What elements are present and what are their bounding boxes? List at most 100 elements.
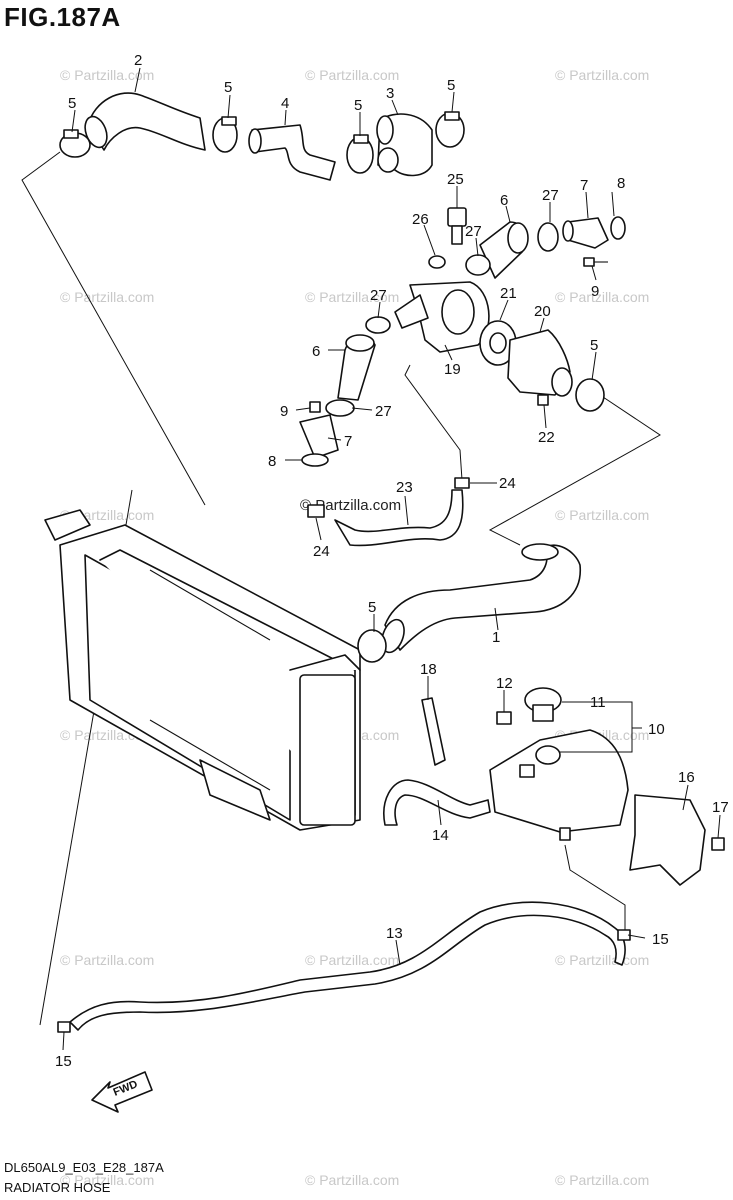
watermark-text: © Partzilla.com (305, 952, 399, 968)
clamp-part-27[interactable] (465, 254, 491, 276)
callout-15[interactable]: 15 (55, 1053, 72, 1070)
callout-11[interactable]: 11 (590, 694, 606, 711)
callout-10[interactable]: 10 (648, 721, 665, 738)
hose-part-4[interactable] (248, 124, 336, 181)
cap-part-11[interactable] (524, 687, 562, 722)
hose-part-6[interactable] (479, 221, 529, 279)
callout-23[interactable]: 23 (396, 479, 413, 496)
callout-5[interactable]: 5 (224, 79, 232, 96)
callout-8[interactable]: 8 (268, 453, 276, 470)
watermark-text: © Partzilla.com (555, 952, 649, 968)
callout-6[interactable]: 6 (500, 192, 508, 209)
watermark-text: © Partzilla.com (305, 289, 399, 305)
hose-part-23[interactable] (334, 489, 464, 547)
callout-26[interactable]: 26 (412, 211, 429, 228)
watermark-text: © Partzilla.com (555, 507, 649, 523)
watermark-text: © Partzilla.com (60, 952, 154, 968)
callout-20[interactable]: 20 (534, 303, 551, 320)
hose-part-2[interactable] (81, 92, 206, 151)
bolt-part-9[interactable] (583, 257, 608, 267)
hose-part-3[interactable] (376, 113, 433, 177)
hose-part-14[interactable] (383, 779, 491, 826)
callout-2[interactable]: 2 (134, 52, 142, 69)
callout-17[interactable]: 17 (712, 799, 729, 816)
cover-part-20[interactable] (507, 329, 573, 397)
callout-14[interactable]: 14 (432, 827, 449, 844)
clamp-part-5[interactable] (346, 134, 374, 174)
callout-19[interactable]: 19 (444, 361, 461, 378)
callout-27[interactable]: 27 (542, 187, 559, 204)
callout-25[interactable]: 25 (447, 171, 464, 188)
watermark-text: © Partzilla.com (555, 67, 649, 83)
housing-part-19[interactable] (394, 281, 490, 353)
clamp-part-5[interactable] (357, 629, 387, 663)
strap-part-18[interactable] (421, 697, 446, 766)
callout-27[interactable]: 27 (465, 223, 482, 240)
watermark-text: © Partzilla.com (60, 289, 154, 305)
watermark-text: © Partzilla.com (305, 67, 399, 83)
callout-5[interactable]: 5 (368, 599, 376, 616)
callout-16[interactable]: 16 (678, 769, 695, 786)
reservoir-tank-part-10[interactable] (489, 729, 629, 841)
watermark-text: © Partzilla.com (60, 67, 154, 83)
oring-part-8[interactable] (301, 453, 329, 467)
callout-5[interactable]: 5 (590, 337, 598, 354)
center-watermark: © Partzilla.com (300, 497, 401, 514)
bolt-part-22[interactable] (537, 394, 549, 406)
washer-part-26[interactable] (428, 255, 446, 269)
callout-9[interactable]: 9 (591, 283, 599, 300)
hose-part-6[interactable] (337, 334, 376, 401)
clamp-part-5[interactable] (59, 129, 91, 158)
clamp-part-27[interactable] (537, 222, 559, 252)
hose-part-13[interactable] (69, 901, 626, 1031)
callout-7[interactable]: 7 (344, 433, 352, 450)
radiator[interactable] (44, 509, 361, 831)
clamp-part-5[interactable] (575, 378, 605, 412)
clip-part-24[interactable] (307, 504, 325, 518)
watermark-text: © Partzilla.com (60, 1172, 154, 1188)
callout-1[interactable]: 1 (492, 629, 500, 646)
callout-12[interactable]: 12 (496, 675, 513, 692)
bolt-part-9[interactable] (309, 401, 321, 413)
thermostat-part-21[interactable] (479, 320, 517, 366)
sensor-part-25[interactable] (447, 207, 467, 245)
callout-5[interactable]: 5 (354, 97, 362, 114)
callout-9[interactable]: 9 (280, 403, 288, 420)
fitting-part-7[interactable] (299, 414, 339, 459)
watermark-text: © Partzilla.com (305, 1172, 399, 1188)
bolt-part-12[interactable] (496, 711, 512, 725)
callout-24[interactable]: 24 (313, 543, 330, 560)
clamp-part-27[interactable] (325, 399, 355, 417)
callout-5[interactable]: 5 (447, 77, 455, 94)
fitting-part-7[interactable] (562, 217, 609, 249)
callout-5[interactable]: 5 (68, 95, 76, 112)
callout-13[interactable]: 13 (386, 925, 403, 942)
callout-18[interactable]: 18 (420, 661, 437, 678)
bracket-part-16[interactable] (629, 794, 706, 886)
callout-3[interactable]: 3 (386, 85, 394, 102)
callout-6[interactable]: 6 (312, 343, 320, 360)
clamp-part-5[interactable] (212, 116, 238, 153)
callout-4[interactable]: 4 (281, 95, 289, 112)
callout-7[interactable]: 7 (580, 177, 588, 194)
watermark-text: © Partzilla.com (555, 289, 649, 305)
callout-27[interactable]: 27 (375, 403, 392, 420)
callout-22[interactable]: 22 (538, 429, 555, 446)
watermarks: © Partzilla.com © Partzilla.com © Partzi… (60, 67, 649, 1188)
clip-part-24[interactable] (454, 477, 470, 489)
callout-8[interactable]: 8 (617, 175, 625, 192)
callout-21[interactable]: 21 (500, 285, 517, 302)
callout-15[interactable]: 15 (652, 931, 669, 948)
oring-part-8[interactable] (610, 216, 626, 240)
clamp-part-27[interactable] (365, 316, 391, 334)
leader-lines (62, 67, 721, 1051)
hose-part-1[interactable] (378, 543, 581, 655)
callout-24[interactable]: 24 (499, 475, 516, 492)
clamp-part-5[interactable] (435, 111, 465, 148)
clamp-part-15[interactable] (57, 1021, 71, 1033)
bolt-part-17[interactable] (711, 837, 725, 851)
callout-27[interactable]: 27 (370, 287, 387, 304)
watermark-text: © Partzilla.com (555, 1172, 649, 1188)
footer-name: RADIATOR HOSE (4, 1180, 111, 1195)
